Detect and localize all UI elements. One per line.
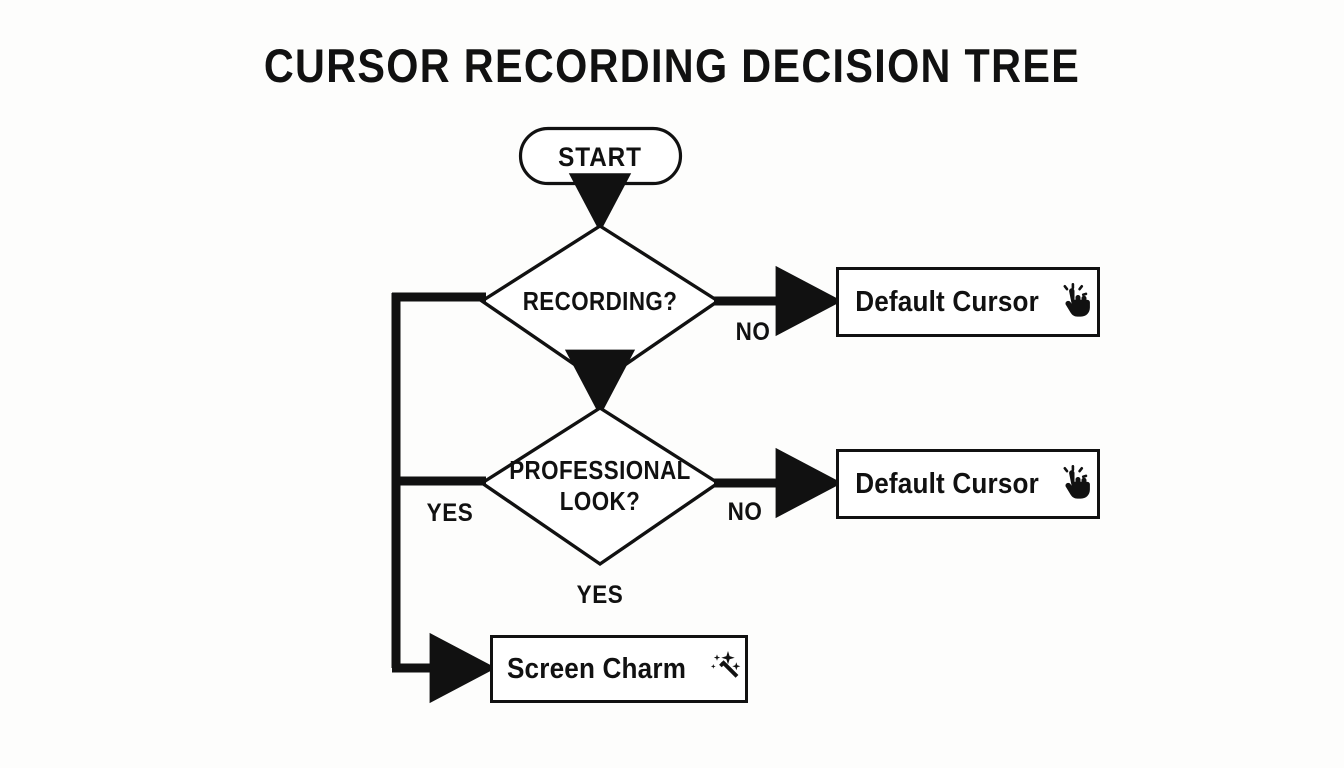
edge-label-recording-no: NO <box>735 318 771 346</box>
result-screen-charm-label: Screen Charm <box>507 652 687 685</box>
clicking-hand-icon <box>1059 283 1091 321</box>
result-default-cursor-2[interactable]: Default Cursor <box>836 449 1100 519</box>
result-default-cursor-1[interactable]: Default Cursor <box>836 267 1100 337</box>
edge-label-yes-left: YES <box>426 499 474 527</box>
edge-label-yes-bottom: YES <box>576 581 624 609</box>
clicking-hand-icon <box>1059 465 1091 503</box>
professional-diamond-shape <box>478 405 722 567</box>
result-screen-charm[interactable]: Screen Charm <box>490 635 748 703</box>
recording-diamond-label: RECORDING? <box>522 286 678 316</box>
start-node-label: START <box>558 142 642 172</box>
page-title: CURSOR RECORDING DECISION TREE <box>263 39 1081 92</box>
edge-label-professional-no: NO <box>727 498 763 526</box>
professional-label-line-1: PROFESSIONAL <box>509 455 691 485</box>
magic-wand-icon <box>707 650 741 688</box>
result-default-cursor-1-label: Default Cursor <box>855 285 1039 318</box>
professional-diamond-label: PROFESSIONAL LOOK? <box>470 455 730 517</box>
professional-label-line-2: LOOK? <box>559 486 641 516</box>
result-default-cursor-2-label: Default Cursor <box>855 467 1039 500</box>
